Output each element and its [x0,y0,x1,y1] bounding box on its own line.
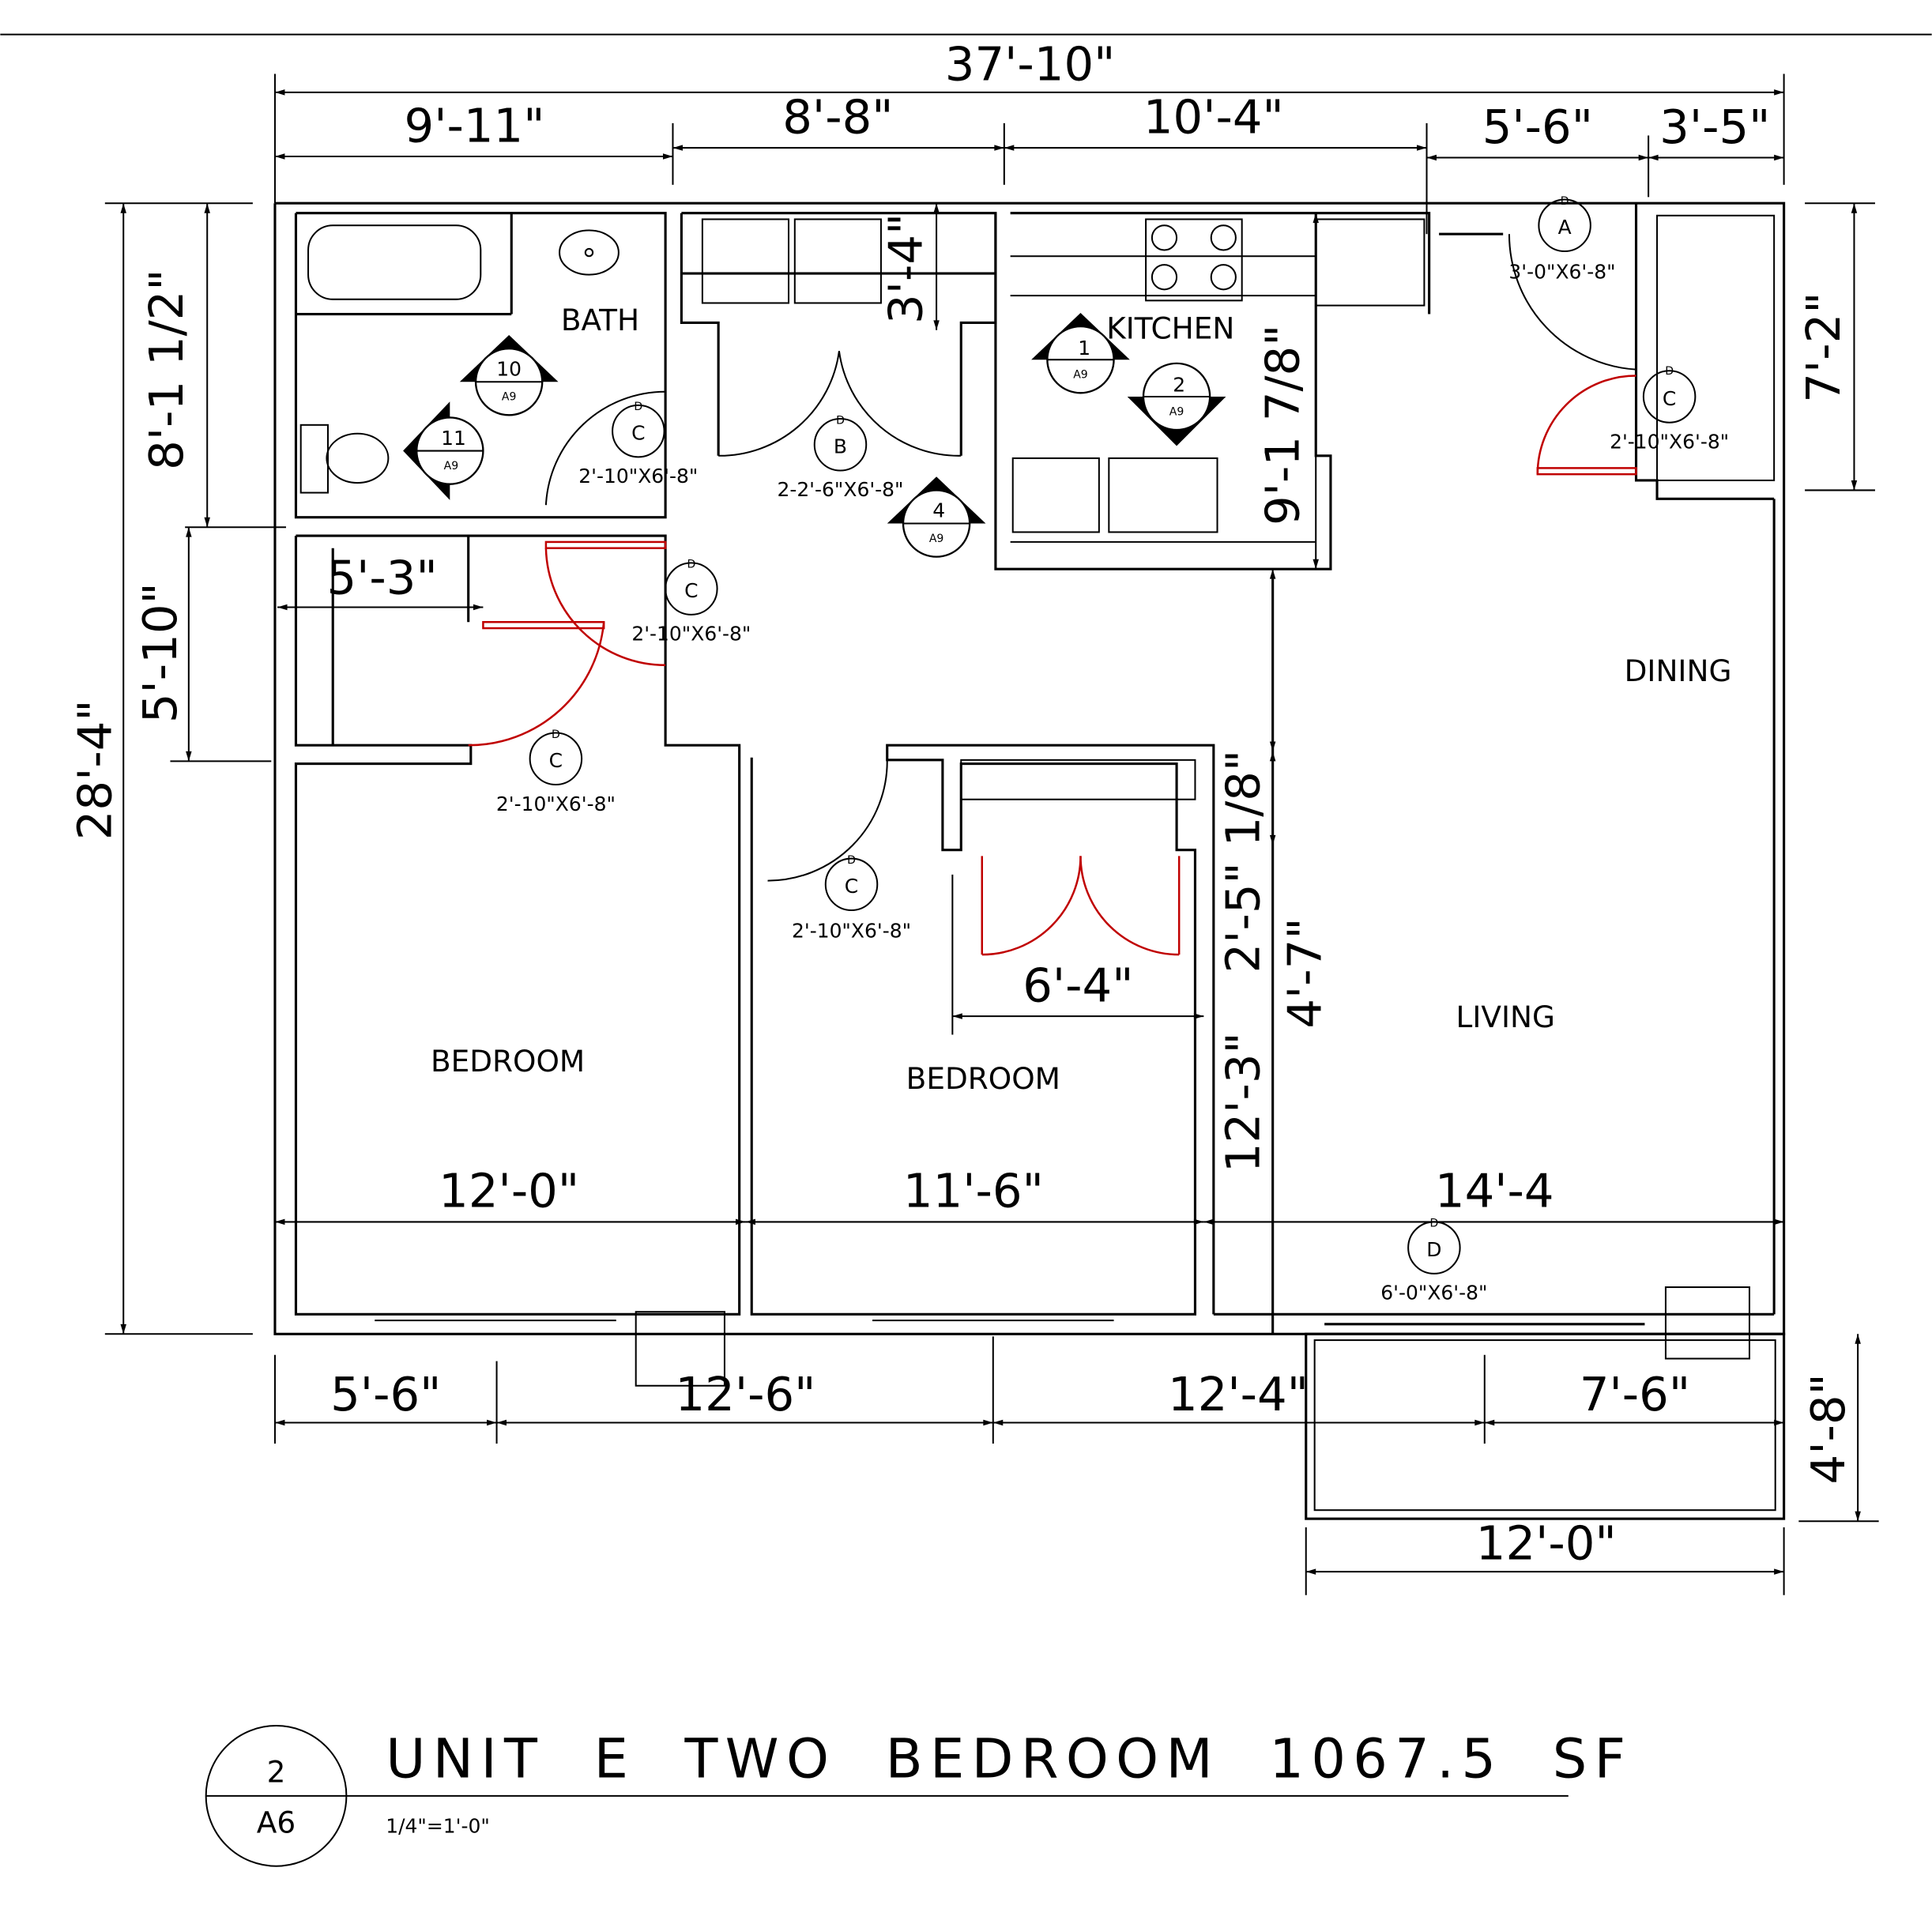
dim-kitchen-counter: 3'-4" [878,213,932,324]
dim-top: 8'-8" [782,89,893,144]
dim-bottom: 12'-6" [675,1367,815,1421]
dim-top: 3'-5" [1659,100,1770,154]
dimension-lines [104,73,1879,1595]
dim-bottom: 5'-6" [330,1367,441,1421]
door-tag: DC 2'-10"X6'-8" [578,401,698,488]
svg-text:1: 1 [1078,337,1090,360]
dim-balcony-width: 12'-0" [1476,1516,1617,1571]
walls [273,201,1786,1520]
title-block: 2 A6 UNIT E TWO BEDROOM 1067.5 SF 1/4"=1… [205,1725,1633,1867]
svg-text:D: D [1426,1238,1441,1261]
dim-top: 5'-6" [1482,100,1593,154]
svg-text:10: 10 [496,357,522,380]
room-label-living: LIVING [1456,1000,1555,1034]
svg-text:C: C [684,579,698,602]
svg-text:C: C [549,749,563,772]
svg-text:D: D [687,559,695,571]
door-tag: DD 6'-0"X6'-8" [1380,1218,1487,1305]
toilet [299,424,390,494]
drawing-scale: 1/4"=1'-0" [386,1815,490,1838]
svg-text:2-2'-6"X6'-8": 2-2'-6"X6'-8" [777,478,903,501]
dim-overall-depth: 28'-4" [68,699,122,840]
svg-text:4: 4 [932,499,945,522]
dim-bottom: 7'-6" [1580,1367,1690,1421]
dimension-labels: 37'-10" 9'-11" 8'-8" 10'-4" 5'-6" 3'-5" … [68,36,1855,1570]
dim-bottom: 12'-4" [1168,1367,1309,1421]
svg-text:D: D [1561,195,1569,208]
room-labels: BATH KITCHEN DINING LIVING BEDROOM BEDRO… [431,303,1732,1096]
svg-text:3'-0"X6'-8": 3'-0"X6'-8" [1508,260,1615,283]
room-label-bedroom: BEDROOM [906,1061,1060,1096]
section-marker: 1A9 [1031,312,1130,394]
svg-text:A9: A9 [502,391,517,404]
sink [559,229,620,276]
svg-text:C: C [1663,387,1676,410]
svg-text:D: D [634,401,642,413]
dim-living-depth: 12'-3" [1216,1032,1271,1173]
dim-left: 8'-1 1/2" [139,269,194,469]
dim-room-width: 12'-0" [439,1164,579,1218]
svg-text:6'-0"X6'-8": 6'-0"X6'-8" [1380,1282,1487,1305]
dim-room-width: 14'-4 [1435,1164,1554,1218]
dim-living-b: 2'-5" [1216,862,1271,973]
door-swings [468,234,1637,956]
svg-text:D: D [1665,365,1674,378]
dim-left: 5'-10" [133,582,187,723]
bathtub [307,224,482,300]
svg-text:2'-10"X6'-8": 2'-10"X6'-8" [578,465,698,488]
dim-right: 7'-2" [1796,292,1851,402]
svg-text:A9: A9 [929,533,944,545]
stove-burners [1151,224,1237,291]
dim-kitchen-depth: 9'-1 7/8" [1255,325,1309,525]
dim-top: 10'-4" [1143,89,1284,144]
svg-text:C: C [845,875,858,898]
svg-text:2'-10"X6'-8": 2'-10"X6'-8" [1610,430,1729,453]
dim-right: 4'-8" [1801,1373,1855,1484]
svg-text:2'-10"X6'-8": 2'-10"X6'-8" [631,623,751,646]
room-label-kitchen: KITCHEN [1106,311,1234,346]
svg-text:C: C [631,422,645,445]
sheet-number: A6 [257,1805,296,1840]
door-tag: DA 3'-0"X6'-8" [1508,195,1615,284]
svg-text:2: 2 [1173,374,1185,397]
svg-text:A: A [1558,216,1572,239]
svg-text:2'-10"X6'-8": 2'-10"X6'-8" [496,793,616,815]
dim-overall-width: 37'-10" [945,36,1116,91]
dim-room-width: 11'-6" [903,1164,1044,1218]
door-tag: DC 2'-10"X6'-8" [496,729,616,815]
dim-closet-door: 6'-4" [1022,958,1133,1012]
door-tag: DC 2'-10"X6'-8" [631,559,751,646]
svg-text:A9: A9 [444,460,459,473]
section-marker: 2A9 [1127,362,1226,446]
dim-top: 9'-11" [405,98,545,152]
svg-text:D: D [847,854,856,867]
door-tags: DA3'-0"X6'-8" DC2'-10"X6'-8" DB2-2'-6"X6… [496,195,1729,1305]
svg-text:D: D [836,414,845,427]
svg-text:D: D [552,729,560,741]
detail-number: 2 [267,1755,286,1790]
svg-text:A9: A9 [1169,405,1184,418]
dim-living-a: 4'-7" [1277,917,1331,1028]
door-tag: DB 2-2'-6"X6'-8" [777,414,903,501]
drawing-title: UNIT E TWO BEDROOM 1067.5 SF [386,1727,1633,1790]
room-label-dining: DINING [1625,653,1732,688]
svg-text:D: D [1429,1218,1438,1230]
svg-text:A9: A9 [1073,369,1088,382]
svg-text:11: 11 [441,427,466,450]
room-label-bath: BATH [561,303,639,337]
dim-small-gap: 1/8" [1216,750,1271,847]
svg-text:2'-10"X6'-8": 2'-10"X6'-8" [792,919,911,942]
door-tag: DC 2'-10"X6'-8" [792,854,911,943]
room-label-bedroom: BEDROOM [431,1044,585,1079]
dim-closet-width: 5'-3" [326,550,437,604]
door-tag: DC 2'-10"X6'-8" [1610,365,1729,454]
svg-text:B: B [834,435,847,458]
section-marker: 4A9 [887,476,986,558]
